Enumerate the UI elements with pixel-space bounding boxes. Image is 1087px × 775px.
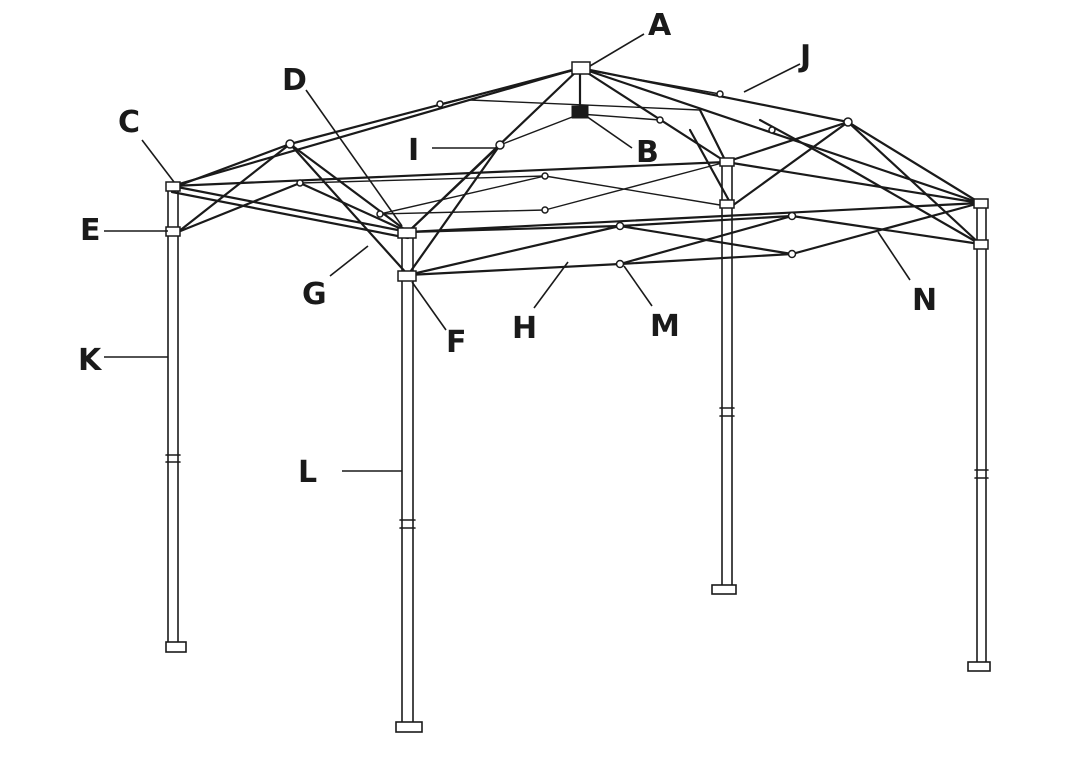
slider-front-left (165, 226, 181, 237)
truss-pivot (716, 90, 724, 98)
slider-front-right (397, 270, 417, 282)
label-i: I (408, 133, 419, 168)
leg-front-left (165, 187, 187, 653)
truss-pivot (495, 140, 505, 150)
label-e: E (80, 213, 101, 248)
truss-pivot (376, 210, 384, 218)
truss-pivot (436, 100, 444, 108)
label-k: K (78, 343, 103, 378)
truss-pivot (541, 206, 549, 214)
leg-front-right (395, 233, 423, 733)
leader-a (589, 33, 645, 67)
truss-pivot (787, 211, 797, 221)
scissor-truss-middle (299, 161, 727, 215)
label-j: J (798, 39, 811, 74)
corner-bracket-front-right (397, 227, 417, 239)
corner-bracket-back (719, 157, 735, 167)
slider-back-right (973, 239, 989, 250)
frame-drawing (165, 61, 991, 733)
label-l: L (298, 455, 317, 490)
truss-pivot (541, 172, 549, 180)
label-b: B (636, 135, 659, 170)
leg-back-right (967, 202, 991, 672)
label-c: C (118, 105, 140, 140)
leader-c (141, 139, 175, 183)
callout-labels: A B C D E F G H I J K L M N (78, 8, 937, 490)
label-g: G (302, 277, 327, 312)
joints (165, 61, 989, 282)
top-perimeter-frame (170, 66, 982, 240)
leader-g (329, 245, 369, 277)
scissor-truss-left (170, 142, 502, 277)
leader-j (743, 63, 801, 93)
truss-pivot (296, 179, 304, 187)
leader-lines (104, 33, 911, 472)
label-f: F (446, 325, 467, 360)
label-m: M (650, 309, 680, 344)
slider-back (719, 199, 735, 209)
label-d: D (282, 63, 307, 98)
label-a: A (648, 8, 672, 43)
label-n: N (912, 283, 937, 318)
leader-n (877, 231, 911, 281)
leader-h (533, 261, 569, 309)
leader-d (305, 89, 403, 227)
corner-bracket-front-left (165, 181, 181, 192)
leader-m (623, 265, 653, 307)
leader-b (585, 115, 633, 149)
corner-bracket-back-right (973, 198, 989, 209)
truss-pivot (656, 116, 664, 124)
leader-f (411, 281, 447, 331)
lower-hub (571, 105, 589, 119)
scissor-truss-front (406, 201, 982, 277)
truss-pivot (285, 139, 295, 149)
truss-pivot (615, 259, 625, 269)
truss-pivot (843, 117, 853, 127)
truss-pivot (768, 126, 776, 134)
truss-pivot (787, 249, 797, 259)
leg-back-middle (711, 161, 737, 595)
scissor-truss-right (688, 108, 982, 246)
truss-pivot (615, 221, 625, 231)
label-h: H (512, 311, 537, 346)
top-hub (571, 61, 591, 75)
